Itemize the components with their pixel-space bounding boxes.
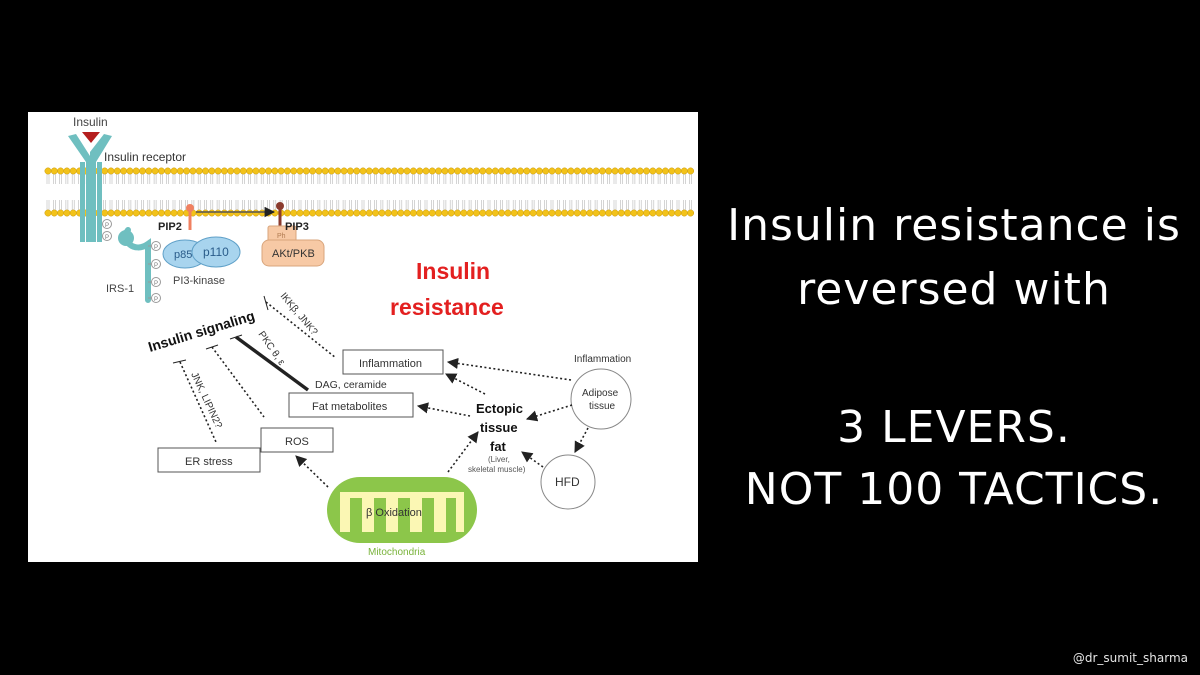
insulin-label: Insulin — [73, 115, 108, 129]
akt-pkb: Ph AKt/PKB — [261, 202, 325, 267]
insulin-receptor-label: Insulin receptor — [104, 150, 186, 164]
irs1-label: IRS-1 — [106, 283, 134, 295]
hfd-label: HFD — [555, 475, 580, 489]
author-credit: @dr_sumit_sharma — [1072, 651, 1188, 665]
pathway-boxes — [157, 349, 444, 473]
ectopic-note1: (Liver, — [488, 455, 510, 464]
hfd-node — [540, 454, 596, 510]
ectopic-line2: tissue — [480, 420, 518, 435]
inflammation-box-label: Inflammation — [359, 358, 422, 370]
fat-metabolites-label: Fat metabolites — [312, 401, 388, 413]
diagram-title-line2: resistance — [390, 294, 504, 320]
ros-label: ROS — [285, 436, 309, 448]
akt-label: AKt/PKB — [272, 248, 315, 260]
svg-text:Ph: Ph — [277, 233, 286, 240]
insulin-signaling-label: Insulin signaling — [146, 307, 256, 355]
mitochondria-label: Mitochondria — [368, 547, 426, 558]
inhibition-links — [172, 295, 337, 443]
jnk-lipin-label: JNK, LIPIN2? — [188, 371, 224, 431]
pi3-kinase: p85 p110 — [162, 204, 241, 269]
irs1-protein: P P P P — [118, 227, 161, 303]
receptor-phosphates: P P — [102, 219, 112, 241]
beta-oxidation-label: β Oxidation — [366, 507, 422, 519]
lever-line2: NOT 100 TACTICS. — [744, 464, 1164, 515]
lever-line1: 3 LEVERS. — [837, 402, 1071, 453]
diagram-panel: Insulin Insulin receptor P P P P P P IRS… — [28, 112, 698, 562]
svg-text:P: P — [154, 245, 158, 251]
adipose-line2: tissue — [589, 401, 616, 412]
headline-line2: reversed with — [797, 264, 1111, 315]
insulin-triangle — [82, 132, 100, 143]
ectopic-note2: skeletal muscle) — [468, 465, 526, 474]
insulin-receptor — [68, 134, 112, 242]
headline-line1: Insulin resistance is — [727, 200, 1181, 251]
dag-ceramide-label: DAG, ceramide — [315, 379, 387, 391]
svg-text:P: P — [105, 223, 109, 229]
insulin-resistance-diagram: Insulin Insulin receptor P P P P P P IRS… — [44, 115, 695, 558]
svg-text:P: P — [154, 297, 158, 303]
pip3-label: PIP3 — [285, 221, 309, 233]
ectopic-line1: Ectopic — [476, 401, 523, 416]
pip2-label: PIP2 — [158, 221, 182, 233]
ikk-jnk-label: IKKβ, JNK? — [278, 291, 320, 338]
adipose-tissue-node — [570, 368, 632, 430]
mitochondria — [327, 477, 477, 543]
ectopic-line3: fat — [490, 439, 507, 454]
svg-text:P: P — [105, 235, 109, 241]
p110-label: p110 — [203, 245, 229, 259]
er-stress-label: ER stress — [185, 456, 233, 468]
diagram-title-line1: Insulin — [416, 258, 490, 284]
adipose-line1: Adipose — [582, 388, 619, 399]
p85-label: p85 — [174, 249, 192, 261]
svg-text:P: P — [154, 281, 158, 287]
pi3-kinase-label: PI3-kinase — [173, 275, 225, 287]
dotted-arrows — [295, 357, 589, 488]
cell-membrane — [44, 167, 695, 217]
svg-text:P: P — [154, 263, 158, 269]
inflammation-source-label: Inflammation — [574, 354, 631, 365]
